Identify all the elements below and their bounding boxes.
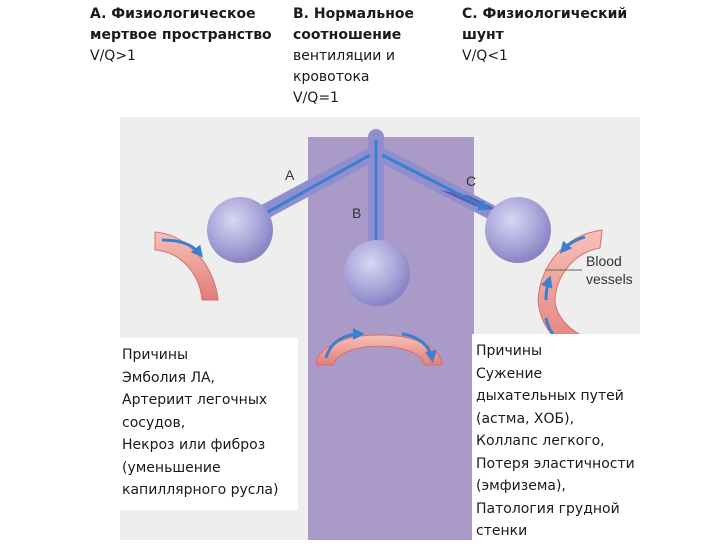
legend-text-2: vessels bbox=[586, 271, 633, 287]
causes-right-line: Патология грудной bbox=[476, 500, 620, 517]
causes-dead-space: Причины Эмболия ЛА, Артериит легочных со… bbox=[118, 338, 298, 510]
column-b-subtitle: вентиляции и кровотока bbox=[293, 48, 395, 85]
causes-left-line: капиллярного русла) bbox=[122, 482, 279, 498]
causes-left-line: (уменьшение bbox=[122, 459, 221, 476]
causes-left-title: Причины bbox=[122, 347, 189, 363]
column-a-title: A. Физиологическое мертвое пространство bbox=[90, 6, 272, 43]
legend-text-1: Blood bbox=[586, 253, 622, 269]
column-c-title: C. Физиологический шунт bbox=[462, 6, 628, 43]
causes-shunt: Причины Сужение дыхательных путей (астма… bbox=[472, 334, 650, 546]
label-a: A bbox=[285, 167, 295, 183]
column-b-title: B. Нормальное соотношение bbox=[293, 6, 415, 43]
column-b-heading: B. Нормальное соотношение вентиляции и к… bbox=[293, 4, 458, 109]
causes-right-line: Потеря эластичности bbox=[476, 455, 635, 472]
column-c-ratio: V/Q<1 bbox=[462, 48, 508, 64]
label-c: C bbox=[466, 173, 476, 189]
causes-left-line: Некроз или фиброз bbox=[122, 437, 266, 453]
column-c-heading: C. Физиологический шунт V/Q<1 bbox=[462, 4, 662, 67]
causes-right-title: Причины bbox=[476, 343, 543, 359]
alveolus-left bbox=[207, 197, 273, 263]
causes-left-line: сосудов, bbox=[122, 414, 186, 431]
causes-right-line: стенки bbox=[476, 523, 528, 539]
label-b: B bbox=[352, 205, 361, 221]
causes-right-line: (эмфизема), bbox=[476, 478, 566, 494]
causes-right-line: Коллапс легкого, bbox=[476, 433, 605, 449]
causes-left-line: Артериит легочных bbox=[122, 392, 268, 408]
causes-left-line: Эмболия ЛА, bbox=[122, 369, 216, 386]
vessel-center bbox=[315, 334, 443, 366]
causes-right-line: (астма, ХОБ), bbox=[476, 410, 575, 427]
column-b-ratio: V/Q=1 bbox=[293, 90, 339, 106]
column-a-ratio: V/Q>1 bbox=[90, 48, 136, 64]
column-a-heading: A. Физиологическое мертвое пространство … bbox=[90, 4, 290, 67]
causes-right-line: дыхательных путей bbox=[476, 388, 624, 404]
causes-right-line: Сужение bbox=[476, 365, 543, 382]
alveolus-center bbox=[344, 240, 410, 306]
alveolus-right bbox=[485, 197, 551, 263]
airflow-arrows bbox=[245, 140, 491, 263]
